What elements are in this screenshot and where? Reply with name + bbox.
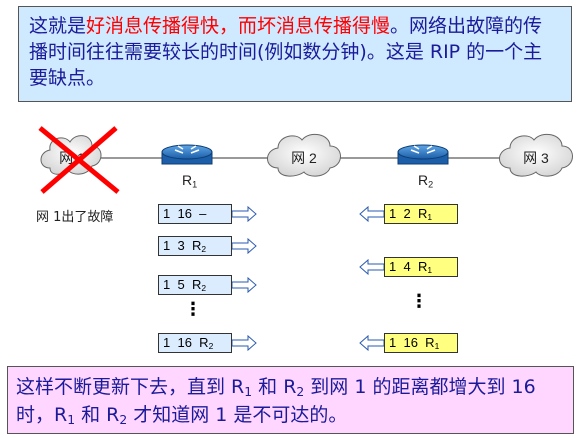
r1-arrows [231, 205, 257, 352]
explanation-box: 这就是好消息传播得快，而坏消息传播得慢。网络出故障的传播时间往往需要较长的时间(… [18, 6, 572, 102]
left-arrow-icon [359, 258, 385, 276]
r1-ellipsis: ⋮ [184, 299, 202, 320]
r2-arrows [359, 205, 385, 352]
r1-route-entry: 1 3 R2 [158, 236, 232, 256]
r1-route-entry: 1 16 – [158, 204, 232, 224]
fault-label: 网 1出了故障 [36, 210, 114, 225]
r2-route-entry: 1 2 R1 [384, 204, 458, 224]
right-arrow-icon [231, 334, 257, 352]
right-arrow-icon [231, 237, 257, 255]
conclusion-box: 这样不断更新下去，直到 R1 和 R2 到网 1 的距离都增大到 16 时，R1… [7, 366, 574, 434]
r2-label: R2 [418, 172, 434, 190]
cloud-net2: 网 2 [267, 133, 341, 177]
explanation-text-2: 。网络出故障的传播时间往往需要较长的时间(例如数分钟)。这是 RIP 的一个主要… [29, 15, 543, 89]
r2-route-entry: 1 4 R1 [384, 257, 458, 277]
net3-label: 网 3 [523, 150, 549, 166]
network-diagram: 网 1 网 2 网 3 [38, 126, 573, 352]
explanation-text-1: 这就是 [29, 15, 87, 37]
r2-route-entry: 1 16 R1 [384, 333, 458, 353]
left-arrow-icon [359, 205, 385, 223]
cloud-net3: 网 3 [499, 133, 573, 177]
r2-ellipsis: ⋮ [410, 291, 428, 312]
router-r2-icon [397, 144, 449, 165]
net2-label: 网 2 [291, 150, 317, 166]
left-arrow-icon [359, 334, 385, 352]
highlight-text: 好消息传播得快，而坏消息传播得慢 [86, 15, 391, 37]
router-r1-icon [161, 144, 213, 165]
r1-label: R1 [182, 172, 198, 190]
fault-cross-icon [38, 126, 120, 194]
r1-route-entry: 1 5 R2 [158, 275, 232, 295]
right-arrow-icon [231, 205, 257, 223]
r1-route-entry: 1 16 R2 [158, 333, 232, 353]
right-arrow-icon [231, 276, 257, 294]
